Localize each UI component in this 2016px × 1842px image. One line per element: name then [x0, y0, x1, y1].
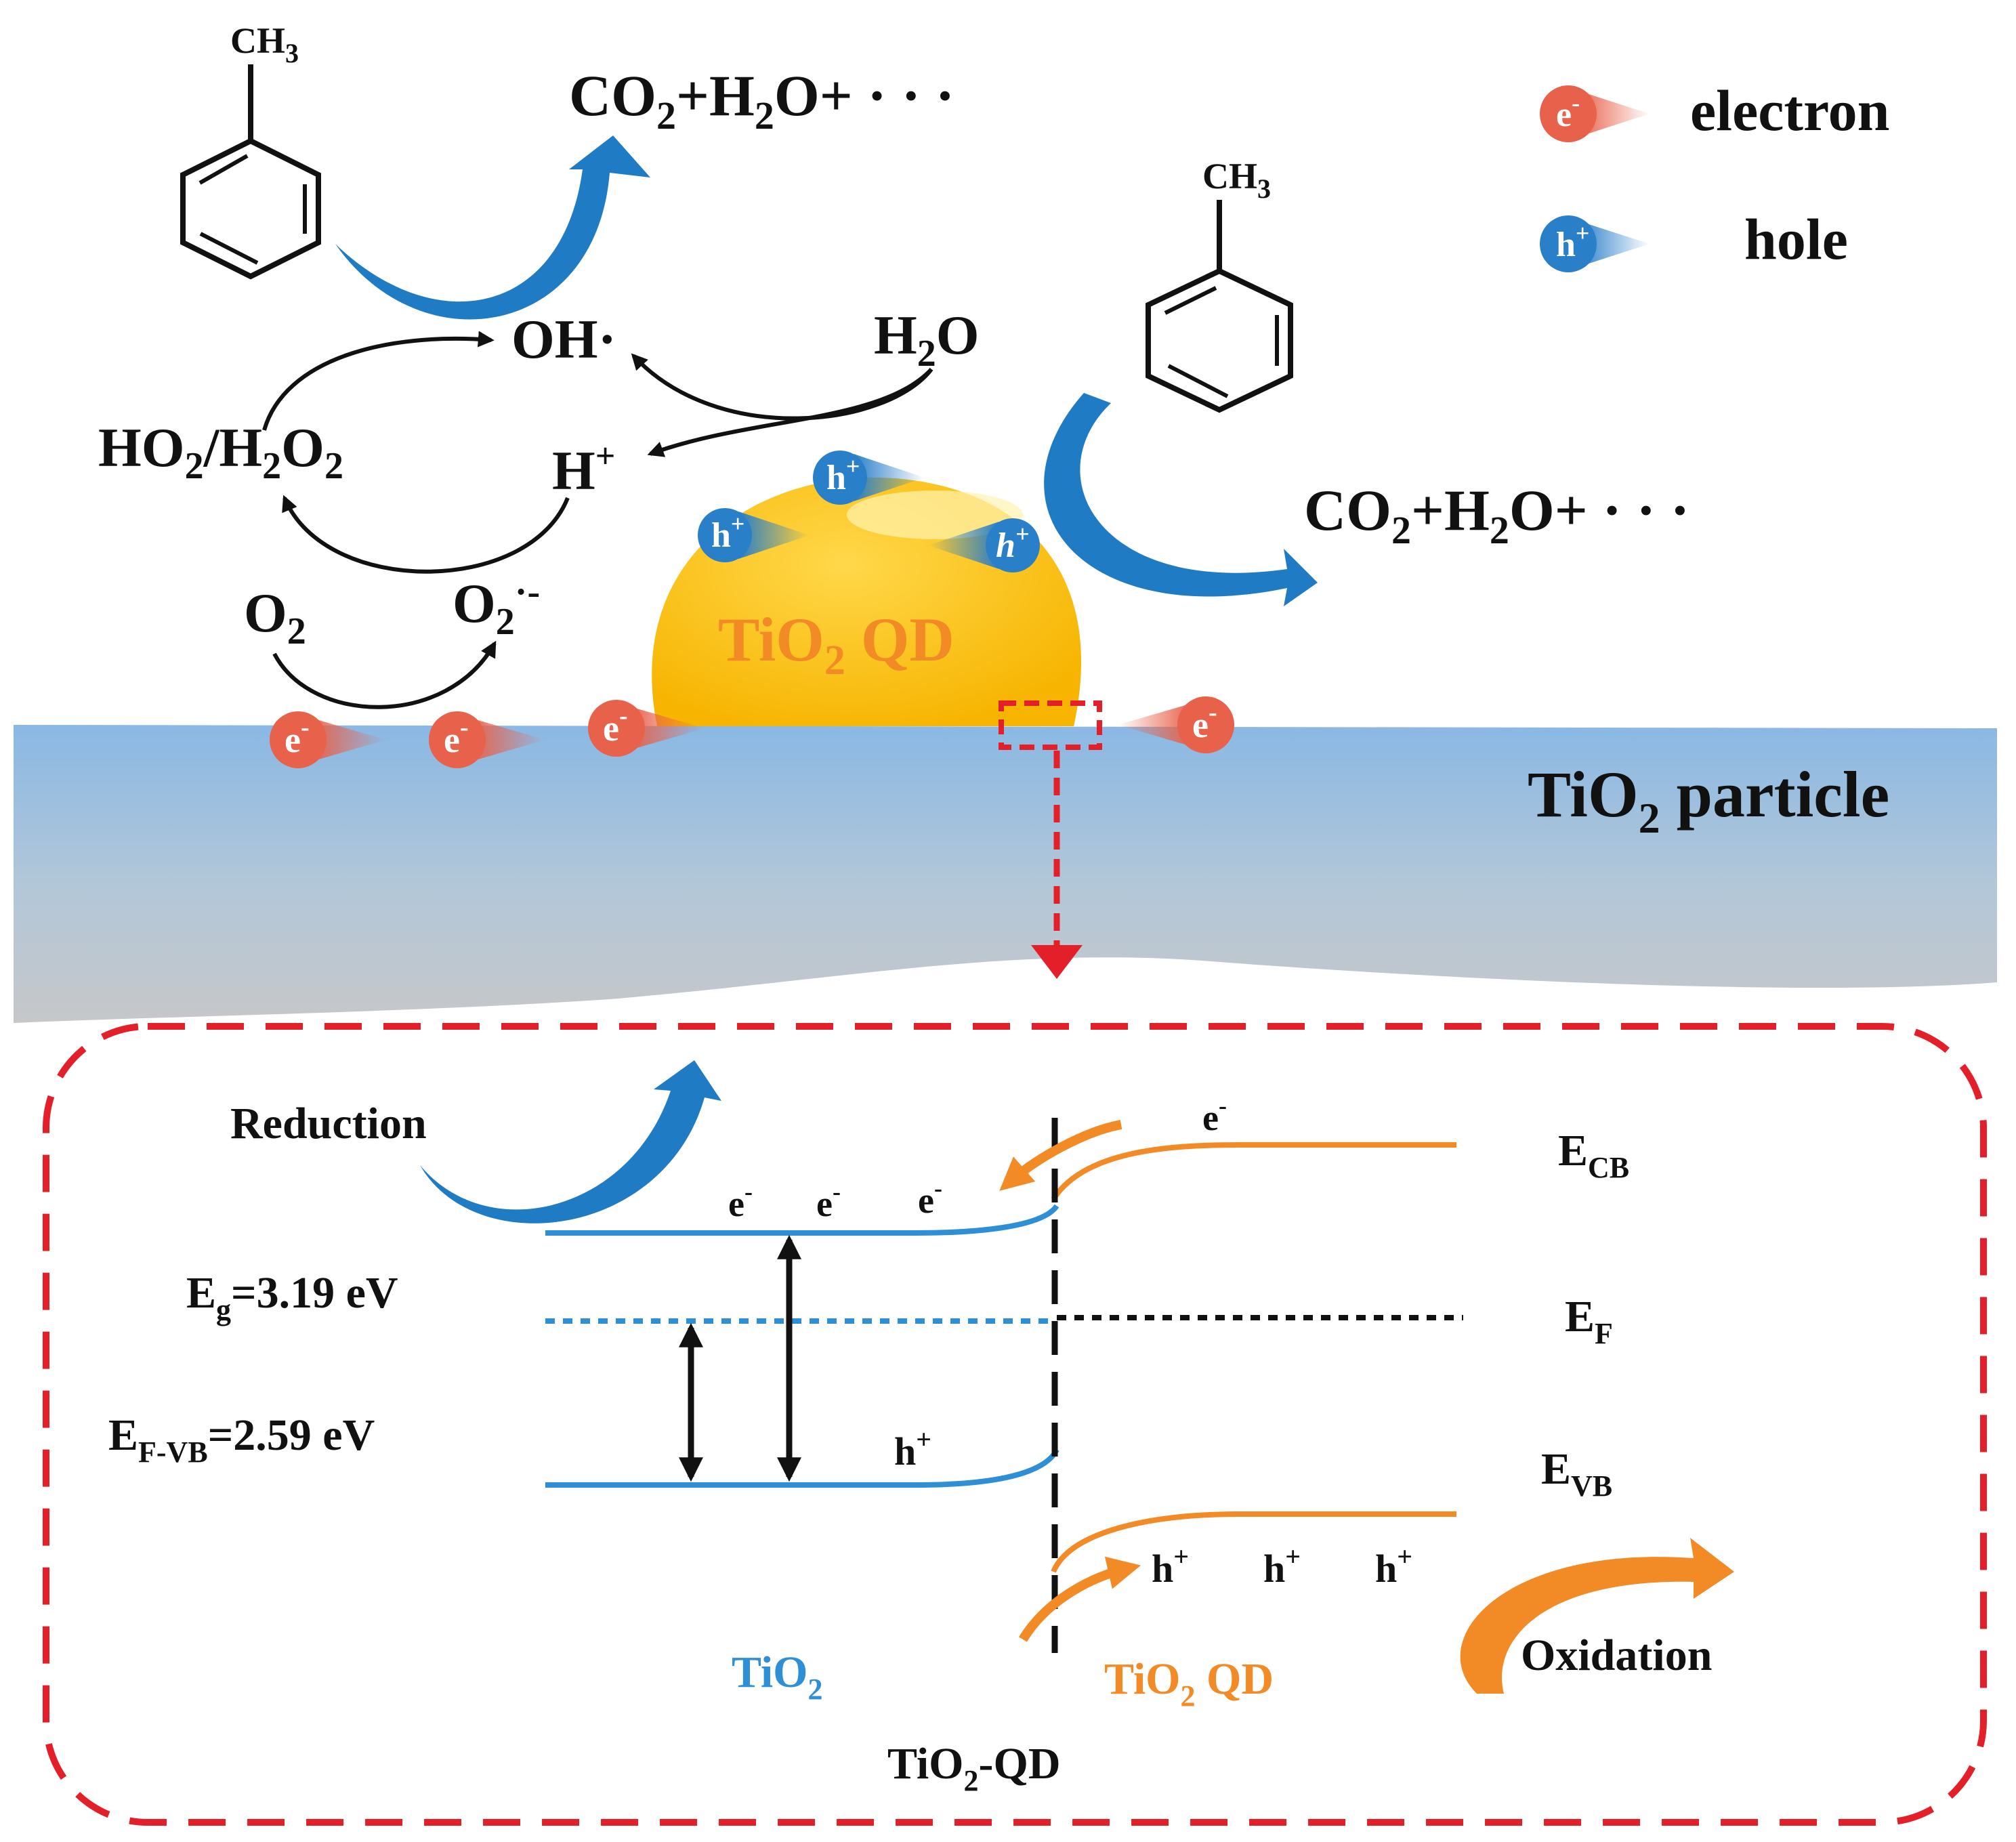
benzene-ring-left: [180, 138, 321, 280]
tio2-conduction-band: [545, 1204, 1059, 1236]
electron-tail: [1578, 91, 1650, 137]
ecb-label: ECB: [1558, 1126, 1629, 1184]
electron-surface-2: e-: [429, 711, 545, 768]
qd-vb-hole-1: h+: [1152, 1541, 1189, 1591]
electron-surface-4: [1118, 696, 1234, 753]
interface-zoom-box: [999, 700, 1102, 750]
qd-side-label: TiO2 QD: [1104, 1654, 1274, 1713]
svg-text:e-: e-: [285, 713, 310, 760]
electron-surface-1: e-: [270, 711, 386, 768]
arrow-ho2-to-oh: [262, 331, 495, 431]
qd-vb-hole-3: h+: [1375, 1541, 1412, 1591]
oxidation-arrow-right: [1044, 393, 1318, 606]
legend-electron-label: electron: [1690, 78, 1890, 143]
cb-electron-1: e-: [728, 1178, 753, 1224]
hole-on-qd-1: h+: [813, 451, 925, 505]
methyl-label-right: CH3: [1202, 156, 1271, 204]
toluene-right: CH3: [1146, 156, 1293, 413]
ef-label: EF: [1565, 1292, 1613, 1350]
tio2-side-label: TiO2: [732, 1648, 823, 1706]
toluene-left: CH3: [180, 20, 321, 280]
band-diagram-frame: [43, 1023, 1987, 1826]
legend-hole-label: hole: [1744, 207, 1848, 272]
electron-icon: [1540, 85, 1597, 142]
arrow-hplus-to-ho2: [282, 495, 570, 574]
arrow-o2-to-superoxide: [272, 640, 497, 709]
electron-surface-4-label: e-: [1192, 698, 1217, 745]
hole-transfer-arrow: [1018, 1556, 1141, 1642]
vb-hole: h+: [894, 1424, 931, 1473]
legend-hole: h+: [1540, 215, 1650, 272]
tio2-valence-band: [545, 1448, 1059, 1488]
svg-text:h+: h+: [711, 510, 744, 555]
methyl-label-left: CH3: [230, 20, 299, 68]
quantum-dot-label: TiO2 QD: [718, 605, 954, 684]
junction-label: TiO2-QD: [887, 1739, 1061, 1797]
qd-vb-hole-2: h+: [1263, 1541, 1301, 1591]
hole-on-qd-3-label: h+: [996, 520, 1029, 565]
oh-radical-label: OH·: [511, 308, 616, 370]
legend-electron: e-: [1540, 85, 1650, 142]
qd-cb-electron: e-: [1202, 1092, 1227, 1138]
legend: e- electron h+ hole: [1540, 78, 1890, 272]
product-right: CO2+H2O+ · · ·: [1304, 478, 1689, 552]
superoxide-label: O2·-: [453, 571, 540, 643]
reduction-arrow: [420, 1060, 721, 1223]
svg-text:h+: h+: [826, 453, 860, 497]
ho2-h2o2-label: HO2/H2O2: [98, 417, 343, 487]
tio2-particle-slab: [14, 725, 1997, 1023]
hole-tail: [1578, 221, 1650, 267]
product-left: CO2+H2O+ · · ·: [569, 63, 954, 138]
electron-transfer-arrow: [999, 1120, 1122, 1191]
hole-on-qd-3: [928, 518, 1040, 572]
svg-text:e-: e-: [1556, 89, 1580, 134]
oxidation-arrow-left: [335, 135, 650, 320]
svg-text:e-: e-: [603, 702, 628, 749]
cb-electron-3: e-: [918, 1175, 942, 1221]
electron-surface-3: e-: [588, 700, 705, 757]
zoom-arrow-head: [1031, 945, 1083, 979]
cb-electron-2: e-: [816, 1178, 841, 1224]
arrow-h2o-to-hplus: [647, 367, 933, 457]
reduction-label: Reduction: [230, 1099, 427, 1148]
benzene-ring-right: [1146, 268, 1293, 413]
o2-label: O2: [244, 582, 306, 652]
h-plus-label: H+: [552, 437, 615, 501]
hole-icon: [1540, 215, 1597, 272]
bandgap-label: Eg=3.19 eV: [186, 1268, 398, 1326]
svg-text:h+: h+: [1556, 219, 1589, 264]
svg-text:e-: e-: [444, 713, 469, 760]
qd-conduction-band: [1051, 1142, 1456, 1201]
hole-on-qd-2: h+: [698, 508, 810, 562]
h2o-label: H2O: [874, 304, 980, 375]
fermi-vb-label: EF-VB=2.59 eV: [108, 1410, 375, 1469]
particle-label: TiO2 particle: [1528, 758, 1889, 842]
qd-valence-band: [1051, 1511, 1456, 1573]
oxidation-label: Oxidation: [1521, 1631, 1712, 1680]
evb-label: EVB: [1541, 1444, 1612, 1503]
oxidation-arrow: [1460, 1538, 1734, 1694]
quantum-dot-highlight: [847, 490, 1023, 539]
